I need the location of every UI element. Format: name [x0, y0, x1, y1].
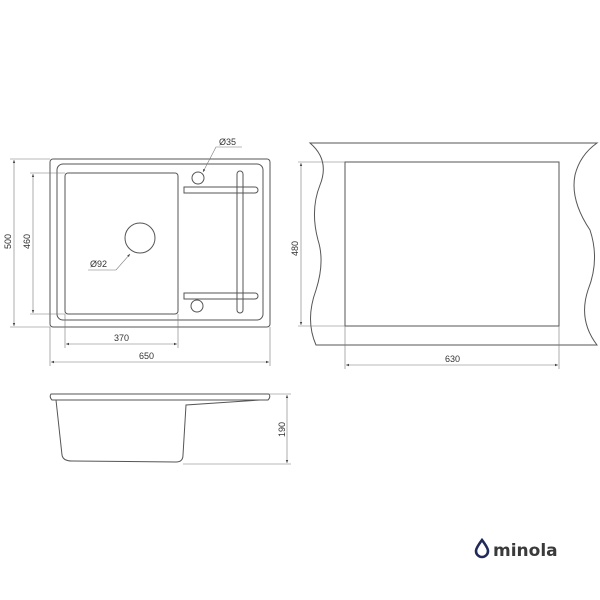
top-view: Ø92 Ø35 500 460 370 650 — [3, 137, 271, 366]
overall-height-label: 500 — [3, 234, 13, 249]
sink-outline — [49, 158, 271, 328]
drain-diameter-label: Ø92 — [90, 259, 107, 269]
sink-top-slab — [49, 393, 271, 401]
brand-logo: minola — [474, 537, 558, 561]
cutout-rect — [344, 161, 560, 327]
cutout-width-label: 630 — [445, 354, 460, 364]
tap-hole — [191, 171, 205, 185]
tap-hole-diameter-label: Ø35 — [219, 137, 236, 147]
cutout-height-label: 480 — [290, 241, 300, 256]
side-view: 190 — [49, 393, 291, 465]
sink-rim — [56, 163, 264, 321]
overflow-hole — [190, 299, 204, 313]
bowl-width-label: 370 — [114, 333, 129, 343]
water-drop-icon — [474, 537, 490, 559]
drain-hole — [124, 222, 156, 254]
overall-width-label: 650 — [139, 351, 154, 361]
drainer-ribs — [183, 170, 259, 314]
depth-label: 190 — [277, 422, 287, 437]
cutout-view: 480 630 — [290, 142, 599, 369]
bowl-height-label: 460 — [22, 234, 32, 249]
countertop-section — [308, 142, 599, 346]
brand-name: minola — [493, 541, 558, 561]
bowl — [64, 172, 179, 315]
bowl-profile — [55, 399, 261, 463]
